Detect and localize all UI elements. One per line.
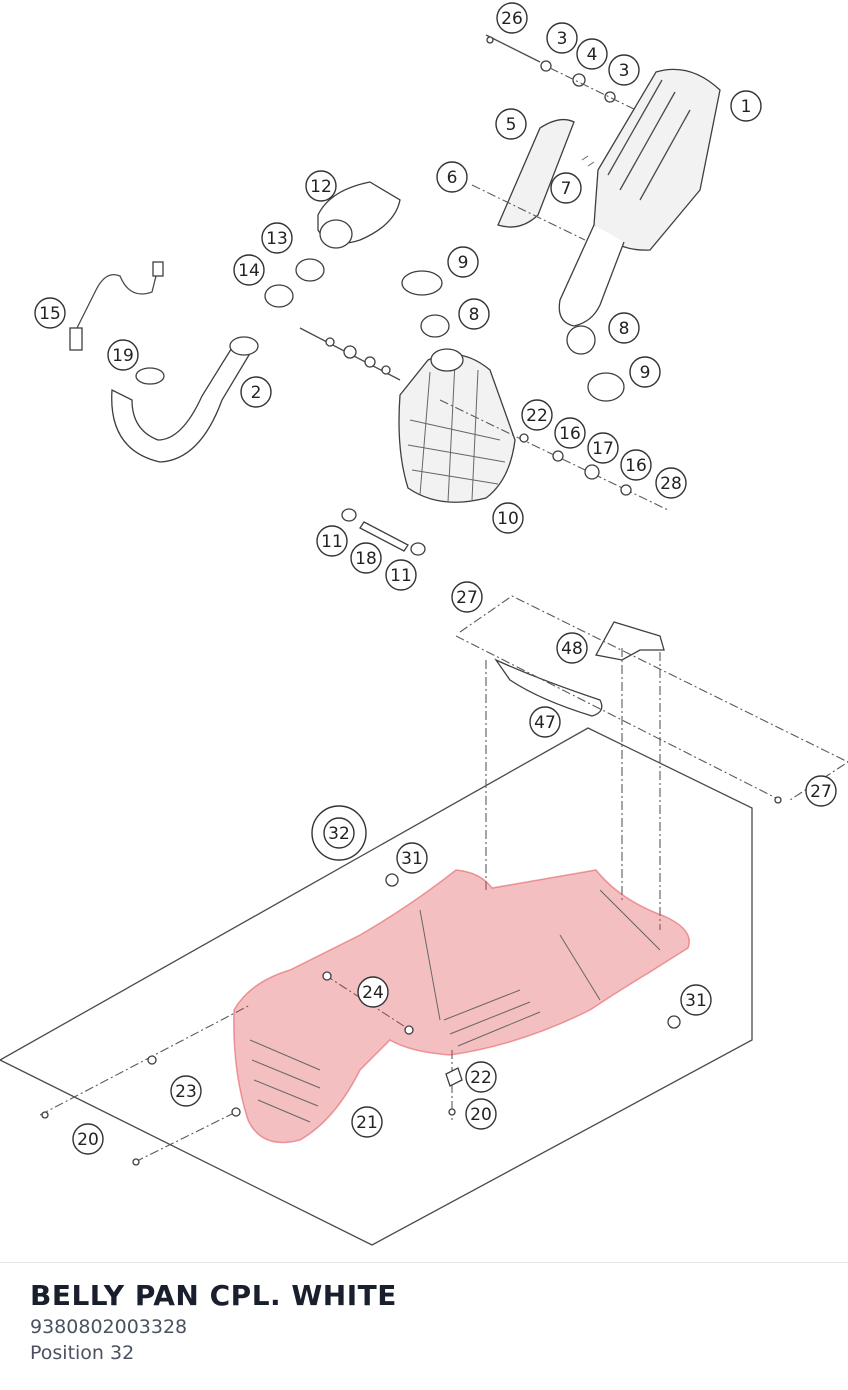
callout-number: 31: [685, 991, 707, 1011]
callout-16[interactable]: 16: [620, 449, 652, 481]
callout-3[interactable]: 3: [608, 54, 640, 86]
callout-24[interactable]: 24: [357, 976, 389, 1008]
callout-number: 18: [355, 549, 377, 569]
callout-number: 16: [559, 424, 581, 444]
callout-7[interactable]: 7: [550, 172, 582, 204]
callout-3[interactable]: 3: [546, 22, 578, 54]
callout-number: 23: [175, 1082, 197, 1102]
callout-13[interactable]: 13: [261, 222, 293, 254]
callout-19[interactable]: 19: [107, 339, 139, 371]
callout-48[interactable]: 48: [556, 632, 588, 664]
callout-9[interactable]: 9: [629, 356, 661, 388]
diagram-line-art: [0, 34, 848, 1246]
callout-number: 11: [390, 566, 412, 586]
part-info-panel: BELLY PAN CPL. WHITE 9380802003328 Posit…: [30, 1278, 397, 1366]
callout-number: 20: [77, 1130, 99, 1150]
callout-22[interactable]: 22: [465, 1061, 497, 1093]
callout-27[interactable]: 27: [451, 581, 483, 613]
callout-number: 26: [501, 9, 523, 29]
part-title: BELLY PAN CPL. WHITE: [30, 1279, 397, 1312]
callout-14[interactable]: 14: [233, 254, 265, 286]
callout-10[interactable]: 10: [492, 502, 524, 534]
callout-26[interactable]: 26: [496, 2, 528, 34]
callout-4[interactable]: 4: [576, 38, 608, 70]
callout-8[interactable]: 8: [608, 312, 640, 344]
callout-number: 32: [328, 824, 350, 844]
callout-number: 27: [456, 588, 478, 608]
callout-number: 24: [362, 983, 384, 1003]
callout-number: 14: [238, 261, 260, 281]
callout-11[interactable]: 11: [385, 559, 417, 591]
callout-number: 6: [447, 168, 458, 188]
callout-number: 8: [469, 305, 480, 325]
callout-20[interactable]: 20: [72, 1123, 104, 1155]
callout-15[interactable]: 15: [34, 297, 66, 329]
callout-31[interactable]: 31: [396, 842, 428, 874]
callout-number: 4: [587, 45, 598, 65]
callout-16[interactable]: 16: [554, 417, 586, 449]
callout-8[interactable]: 8: [458, 298, 490, 330]
callout-number: 22: [470, 1068, 492, 1088]
highlighted-belly-pan[interactable]: [233, 869, 690, 1144]
callout-17[interactable]: 17: [587, 432, 619, 464]
callout-1[interactable]: 1: [730, 90, 762, 122]
callout-number: 48: [561, 639, 583, 659]
callout-9[interactable]: 9: [447, 246, 479, 278]
callout-11[interactable]: 11: [316, 525, 348, 557]
callout-28[interactable]: 28: [655, 467, 687, 499]
callout-number: 27: [810, 782, 832, 802]
callout-number: 11: [321, 532, 343, 552]
callout-number: 13: [266, 229, 288, 249]
callout-31[interactable]: 31: [680, 984, 712, 1016]
callout-number: 9: [640, 363, 651, 383]
callout-number: 16: [625, 456, 647, 476]
footer-divider: [0, 1262, 848, 1263]
callout-47[interactable]: 47: [529, 706, 561, 738]
callout-number: 47: [534, 713, 556, 733]
part-number: 9380802003328: [30, 1316, 188, 1338]
callout-20[interactable]: 20: [465, 1098, 497, 1130]
callout-number: 22: [526, 406, 548, 426]
callout-12[interactable]: 12: [305, 170, 337, 202]
callout-number: 28: [660, 474, 682, 494]
callout-number: 9: [458, 253, 469, 273]
callout-2[interactable]: 2: [240, 376, 272, 408]
callout-number: 12: [310, 177, 332, 197]
callout-number: 2: [251, 383, 262, 403]
callout-5[interactable]: 5: [495, 108, 527, 140]
callout-number: 5: [506, 115, 517, 135]
callout-number: 21: [356, 1113, 378, 1133]
callout-number: 15: [39, 304, 61, 324]
callout-number: 20: [470, 1105, 492, 1125]
callout-number: 10: [497, 509, 519, 529]
callout-6[interactable]: 6: [436, 161, 468, 193]
callout-32[interactable]: 32: [311, 805, 367, 861]
part-position: Position 32: [30, 1342, 135, 1364]
callout-22[interactable]: 22: [521, 399, 553, 431]
callout-23[interactable]: 23: [170, 1075, 202, 1107]
callout-18[interactable]: 18: [350, 542, 382, 574]
callout-number: 19: [112, 346, 134, 366]
callout-number: 3: [557, 29, 568, 49]
callout-21[interactable]: 21: [351, 1106, 383, 1138]
callout-number: 1: [741, 97, 752, 117]
callout-27[interactable]: 27: [805, 775, 837, 807]
callout-number: 8: [619, 319, 630, 339]
callout-number: 3: [619, 61, 630, 81]
callout-number: 31: [401, 849, 423, 869]
callout-number: 7: [561, 179, 572, 199]
callout-number: 17: [592, 439, 614, 459]
